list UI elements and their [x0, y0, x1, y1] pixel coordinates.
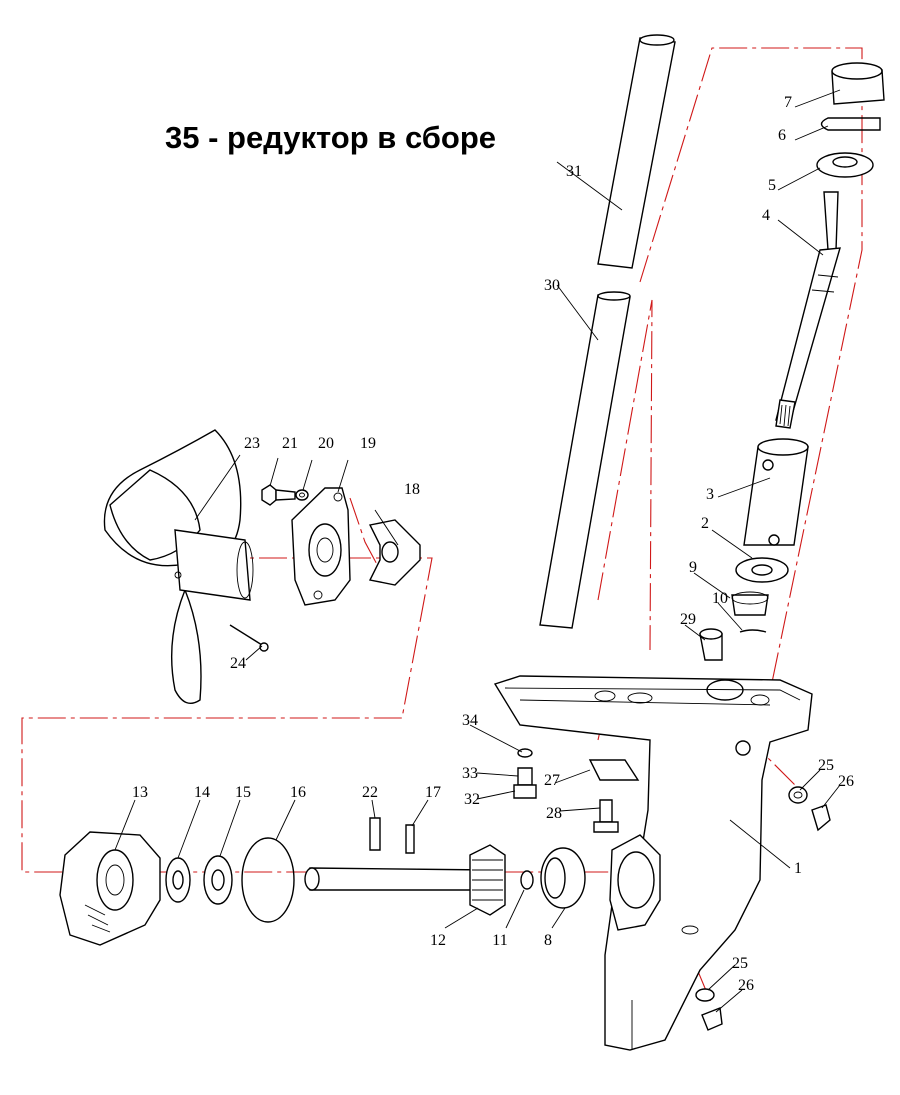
label-part-34: 34 [462, 712, 478, 729]
label-part-20: 20 [318, 435, 334, 452]
label-part-26-upper: 26 [838, 773, 854, 790]
pump-cover-parts [261, 484, 421, 606]
label-part-30: 30 [544, 277, 560, 294]
label-part-25-upper: 25 [818, 757, 834, 774]
label-part-25-lower: 25 [732, 955, 748, 972]
label-part-33: 33 [462, 765, 478, 782]
fastener-parts [513, 748, 831, 1031]
label-part-27: 27 [544, 772, 560, 789]
water-tubes [539, 34, 676, 629]
label-part-9: 9 [689, 559, 697, 576]
label-part-22: 22 [362, 784, 378, 801]
label-part-3: 3 [706, 486, 714, 503]
label-part-29: 29 [680, 611, 696, 628]
label-part-21: 21 [282, 435, 298, 452]
label-part-5: 5 [768, 177, 776, 194]
label-part-6: 6 [778, 127, 786, 144]
part-labels: 1 2 3 4 5 6 7 8 9 10 11 12 13 14 15 16 1… [132, 94, 854, 994]
gearbox-housing-part [493, 675, 813, 1051]
label-part-16: 16 [290, 784, 306, 801]
prop-shaft-assembly [59, 817, 586, 946]
label-part-11: 11 [492, 932, 507, 949]
drive-shaft-assembly [775, 62, 885, 429]
label-part-19: 19 [360, 435, 376, 452]
leader-lines [114, 89, 841, 1013]
propeller-part [103, 429, 269, 704]
label-part-4: 4 [762, 207, 770, 224]
label-part-2: 2 [701, 515, 709, 532]
label-part-10: 10 [712, 590, 728, 607]
label-part-7: 7 [784, 94, 792, 111]
label-part-14: 14 [194, 784, 210, 801]
label-part-31: 31 [566, 163, 582, 180]
vertical-gear-stack [699, 438, 809, 661]
label-part-23: 23 [244, 435, 260, 452]
label-part-12: 12 [430, 932, 446, 949]
label-part-18: 18 [404, 481, 420, 498]
label-part-1: 1 [794, 860, 802, 877]
label-part-28: 28 [546, 805, 562, 822]
label-part-32: 32 [464, 791, 480, 808]
label-part-26-lower: 26 [738, 977, 754, 994]
label-part-13: 13 [132, 784, 148, 801]
label-part-15: 15 [235, 784, 251, 801]
diagram-title: 35 - редуктор в сборе [165, 120, 497, 155]
label-part-8: 8 [544, 932, 552, 949]
label-part-17: 17 [425, 784, 441, 801]
label-part-24: 24 [230, 655, 246, 672]
